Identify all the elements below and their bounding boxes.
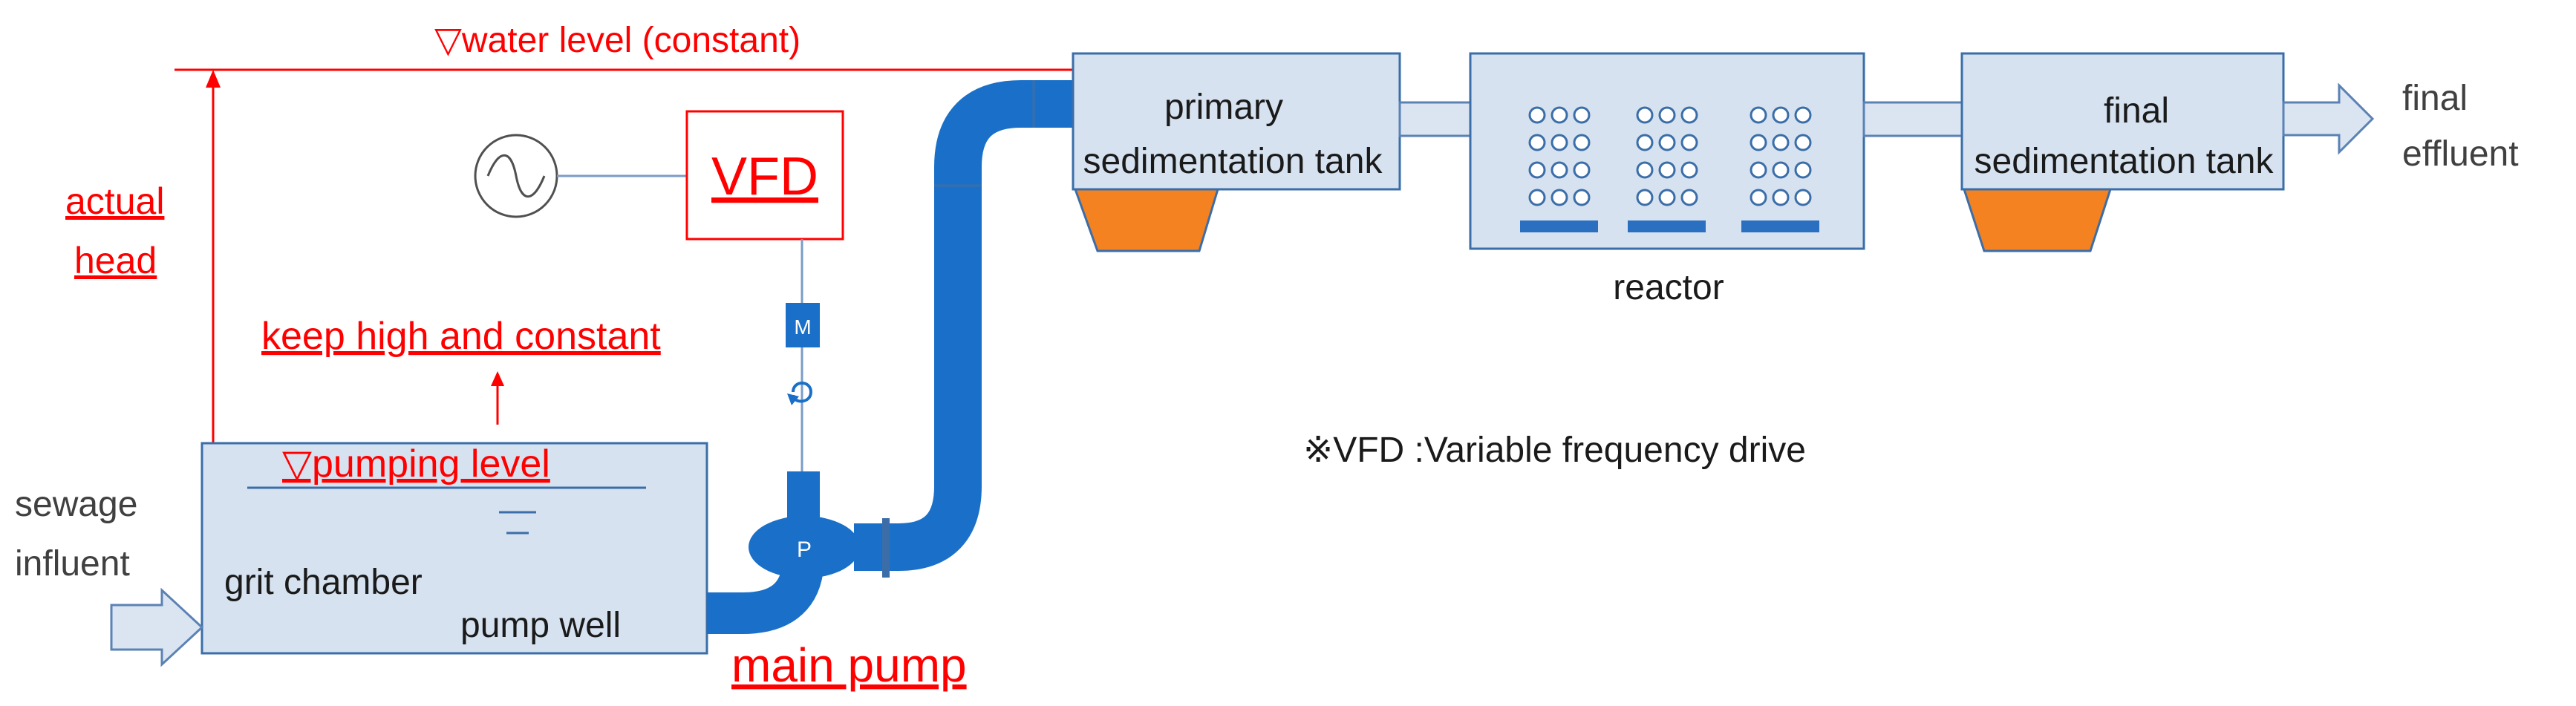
pump-body	[749, 516, 860, 578]
discharge-pipe	[854, 80, 1073, 571]
connector-reactor-final	[1862, 101, 1963, 137]
bubble-icon	[1658, 106, 1676, 124]
actual-head-arrow	[206, 70, 221, 491]
vfd-definition-note: ※VFD :Variable frequency drive	[1303, 431, 1806, 470]
bubble-icon	[1772, 161, 1790, 179]
pump-well-label: pump well	[460, 606, 621, 645]
bubble-icon	[1573, 134, 1591, 151]
main-pump-label: main pump	[731, 638, 967, 692]
sine-wave-icon	[486, 154, 546, 198]
bubble-icon	[1551, 106, 1568, 124]
actual-head-label-line1: actual	[65, 180, 164, 222]
bubble-icon	[1794, 134, 1812, 151]
effluent-arrow	[2282, 82, 2375, 155]
final-sludge-hopper	[1962, 188, 2113, 252]
bubble-icon	[1636, 134, 1654, 151]
bubble-icon	[1658, 134, 1676, 151]
primary-sludge-hopper	[1073, 188, 1220, 252]
bubble-icon	[1750, 134, 1767, 151]
bubble-icon	[1750, 161, 1767, 179]
motor-label: M	[794, 316, 811, 339]
influent-arrow	[110, 587, 204, 667]
keep-high-label: keep high and constant	[261, 315, 661, 358]
bubble-icon	[1658, 161, 1676, 179]
keep-high-arrow	[491, 371, 504, 425]
bubble-icon	[1772, 134, 1790, 151]
bubble-icon	[1750, 106, 1767, 124]
bubble-icon	[1551, 161, 1568, 179]
grit-chamber-label: grit chamber	[224, 563, 423, 602]
bubble-icon	[1794, 189, 1812, 206]
diffuser-1	[1520, 220, 1598, 232]
bubble-icon	[1636, 106, 1654, 124]
pump-label: P	[797, 537, 812, 562]
bubble-icon	[1680, 161, 1698, 179]
sewage-influent-label-line2: influent	[15, 544, 130, 584]
final-sedimentation-tank	[1960, 52, 2285, 191]
final-effluent-label-line1: final	[2402, 79, 2468, 118]
rotation-icon	[787, 382, 813, 405]
bubble-icon	[1750, 189, 1767, 206]
actual-head-label-line2: head	[74, 240, 157, 281]
bubble-icon	[1658, 189, 1676, 206]
vfd-label: VFD	[711, 147, 818, 206]
primary-tank-label-line2: sedimentation tank	[1083, 142, 1383, 181]
bubble-icon	[1551, 134, 1568, 151]
water-level-label: ▽water level (constant)	[434, 21, 800, 60]
vfd-box	[685, 110, 844, 241]
diffuser-3	[1741, 220, 1819, 232]
final-effluent-label-line2: effluent	[2402, 134, 2519, 174]
bubble-icon	[1551, 189, 1568, 206]
bubble-icon	[1680, 134, 1698, 151]
reactor-label: reactor	[1613, 268, 1724, 307]
bubble-icon	[1636, 189, 1654, 206]
bubble-icon	[1680, 189, 1698, 206]
pipe-flange	[882, 518, 890, 578]
bubble-icon	[1573, 161, 1591, 179]
bubble-icon	[1528, 106, 1546, 124]
bubble-icon	[1573, 189, 1591, 206]
motor-box	[786, 303, 820, 347]
bubble-icon	[1528, 161, 1546, 179]
aeration-bubbles	[1528, 106, 1812, 206]
connector-primary-reactor	[1398, 101, 1472, 137]
bubble-icon	[1794, 106, 1812, 124]
bubble-icon	[1528, 134, 1546, 151]
bubble-icon	[1772, 189, 1790, 206]
bubble-icon	[1528, 189, 1546, 206]
bubble-icon	[1772, 106, 1790, 124]
final-tank-label-line2: sedimentation tank	[1975, 142, 2275, 181]
bubble-icon	[1680, 106, 1698, 124]
primary-tank-label-line1: primary	[1164, 88, 1283, 127]
final-tank-label-line1: final	[2104, 91, 2169, 131]
bubble-icon	[1636, 161, 1654, 179]
diffuser-2	[1628, 220, 1706, 232]
bubble-icon	[1794, 161, 1812, 179]
pumping-level-label: ▽pumping level	[282, 442, 550, 486]
bubble-icon	[1573, 106, 1591, 124]
sewage-influent-label-line1: sewage	[15, 485, 137, 524]
grit-chamber-tank	[200, 442, 708, 655]
